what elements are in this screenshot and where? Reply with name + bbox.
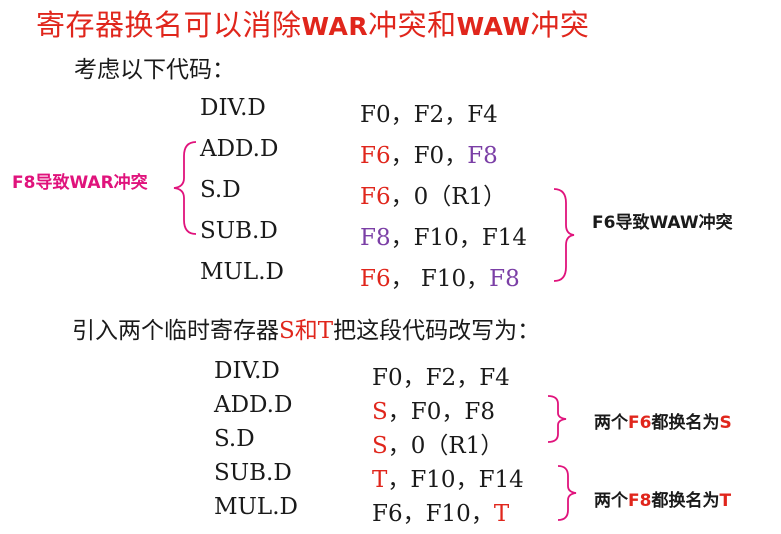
- t-brace: [557, 465, 577, 521]
- code2-op-2: S.D: [214, 426, 255, 452]
- rename-intro: 引入两个临时寄存器S和T把这段代码改写为：: [72, 318, 541, 344]
- waw-brace: [553, 188, 575, 282]
- code1-op-1: ADD.D: [200, 136, 279, 162]
- code1-args-1: F6，F0，F8: [360, 143, 498, 169]
- war-note: F8导致WAR冲突: [12, 173, 148, 193]
- title-part1: 寄存器换名可以消除: [36, 8, 302, 42]
- code2-op-4: MUL.D: [214, 494, 298, 520]
- code1-args-3: F8，F10，F14: [360, 225, 528, 251]
- code1-args-0: F0，F2，F4: [360, 102, 498, 128]
- title-war: WAR: [301, 12, 369, 41]
- code1-op-4: MUL.D: [200, 259, 284, 285]
- code1-args-2: F6，0（R1）: [360, 184, 507, 210]
- code2-args-1: S，F0，F8: [372, 399, 495, 425]
- code2-op-0: DIV.D: [214, 358, 280, 384]
- code1-op-0: DIV.D: [200, 95, 266, 121]
- code1-args-4: F6， F10，F8: [360, 266, 520, 292]
- code2-args-4: F6，F10，T: [372, 501, 510, 527]
- code1-op-3: SUB.D: [200, 218, 278, 244]
- rename-s-note: 两个F6都换名为S: [594, 413, 732, 433]
- rename-t-note: 两个F8都换名为T: [594, 491, 732, 511]
- code2-op-3: SUB.D: [214, 460, 292, 486]
- code2-args-3: T，F10，F14: [372, 467, 524, 493]
- page-title: 寄存器换名可以消除WAR冲突和WAW冲突: [36, 2, 589, 44]
- intro-text: 考虑以下代码：: [74, 57, 235, 83]
- code1-op-2: S.D: [200, 177, 241, 203]
- war-brace: [173, 141, 197, 235]
- waw-note: F6导致WAW冲突: [592, 213, 733, 233]
- code2-op-1: ADD.D: [214, 392, 293, 418]
- code2-args-0: F0，F2，F4: [372, 365, 510, 391]
- title-waw: WAW: [456, 12, 531, 41]
- title-part3: 冲突和: [368, 8, 457, 42]
- s-brace: [547, 395, 567, 443]
- title-part5: 冲突: [530, 8, 590, 42]
- code2-args-2: S，0（R1）: [372, 433, 504, 459]
